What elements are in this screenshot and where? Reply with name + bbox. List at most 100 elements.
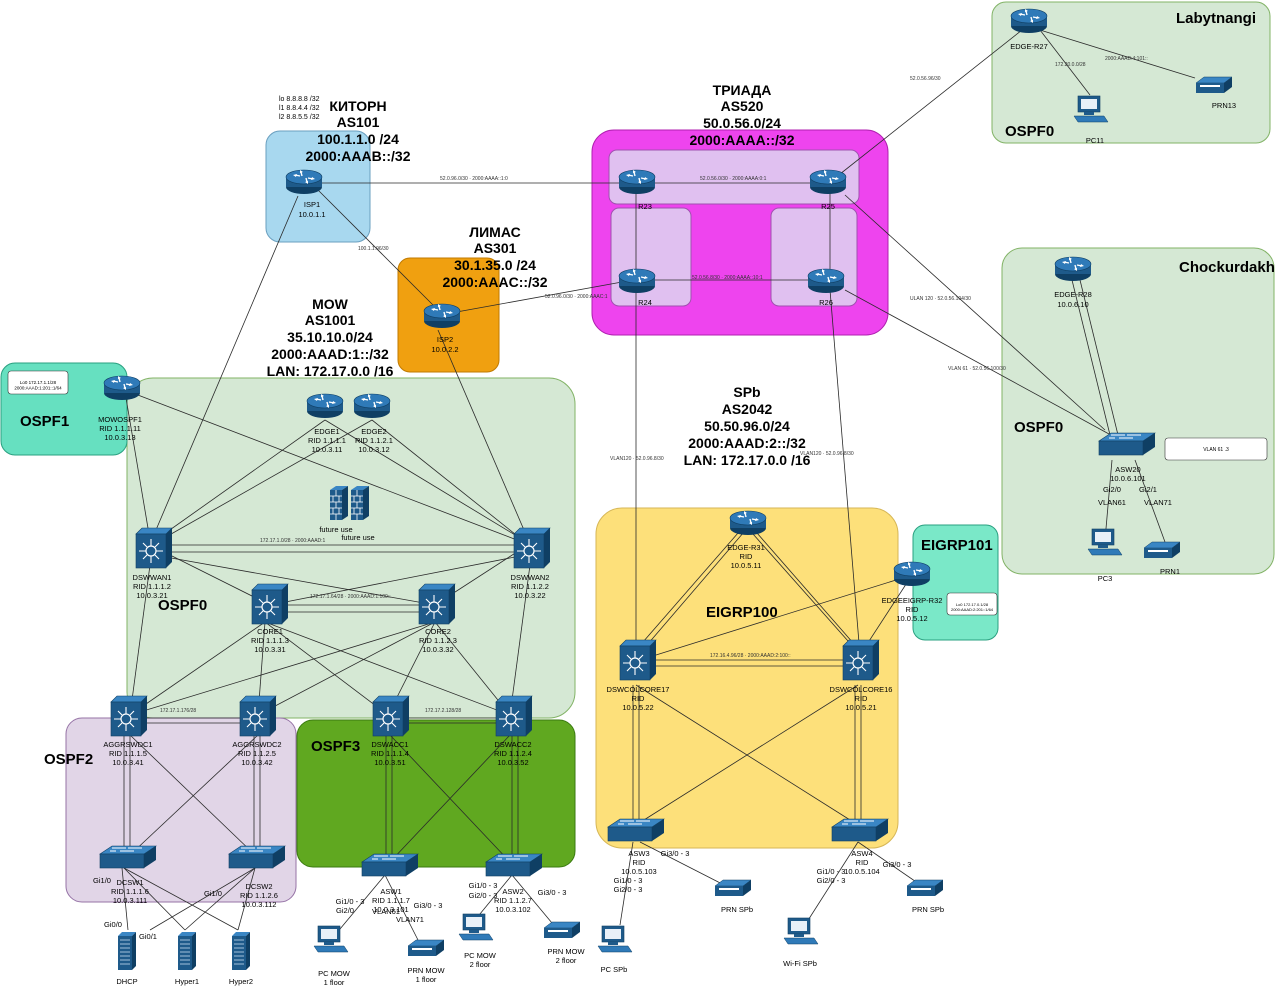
dswacc1-ip: 10.0.3.51 (374, 758, 405, 767)
triada-v4: 50.0.56.0/24 (703, 115, 781, 131)
isp1-router[interactable]: ISP1 10.0.1.1 (285, 169, 326, 219)
dswacc1-switch[interactable]: DSWACC1 RID 1.1.1.4 10.0.3.51 (371, 695, 410, 767)
aggrswdc1-switch[interactable]: AGGRSWDC1 RID 1.1.1.5 10.0.3.41 (103, 695, 153, 767)
mow-v6: 2000:AAAD:1::/32 (271, 346, 389, 362)
svg-text:172.17.1.0/28 · 2000:AAAD:1: 172.17.1.0/28 · 2000:AAAD:1 (260, 538, 326, 544)
triada-right-subregion (770, 207, 858, 307)
prn1-printer[interactable]: PRN1 (1143, 541, 1181, 576)
prn-mow-1-floor[interactable]: PRN MOW 1 floor (407, 939, 445, 984)
triada-as: AS520 (721, 98, 764, 114)
asw3-port1: Gi1/0 - 3 (614, 876, 643, 885)
svg-text:VLAN120 · 52.0.96.8/30: VLAN120 · 52.0.96.8/30 (610, 456, 664, 462)
asw3-switch[interactable]: ASW3 RID 10.0.5.103 Gi1/0 - 3 Gi2/0 - 3 … (607, 818, 689, 894)
edge-r28-router[interactable]: EDGE-R28 10.0.6.10 (1054, 256, 1092, 309)
asw2-switch[interactable]: ASW2 RID 1.1.2.7 10.0.3.102 Gi1/0 - 3 Gi… (469, 853, 567, 914)
asw20-port2: Gi2/1 (1139, 485, 1157, 494)
pcspb-name: PC SPb (601, 965, 628, 974)
edge-r32-name: EDGEEIGRP-R32 (882, 596, 943, 605)
triada-left-subregion (610, 207, 692, 307)
triada-top-subregion (608, 149, 860, 205)
pc-spb[interactable]: PC SPb (597, 925, 633, 974)
prn-mow-2-floor[interactable]: PRN MOW 2 floor (543, 921, 585, 965)
asw4-switch[interactable]: ASW4 RID 10.0.5.104 Gi1/0 - 3 Gi2/0 - 3 … (817, 818, 912, 885)
asw1-port3-vlan: VLAN71 (396, 915, 424, 924)
mow-name: MOW (312, 296, 349, 312)
dhcp-server[interactable]: DHCP (116, 931, 138, 986)
dcsw1-switch[interactable]: DCSW1 RID 1.1.1.6 10.0.3.111 Gi1/0 Gi0/0 (93, 845, 157, 929)
edge-r27-router[interactable]: EDGE-R27 (1010, 8, 1048, 51)
asw1-switch[interactable]: ASW1 RID 1.1.1.7 10.0.3.101 Gi1/0 - 3 Gi… (336, 853, 443, 924)
r24-router[interactable]: R24 (618, 268, 656, 307)
asw20-name: ASW20 (1115, 465, 1140, 474)
edge-r28-name: EDGE-R28 (1054, 290, 1092, 299)
r23-router[interactable]: R23 (618, 169, 656, 211)
kitorn-loopback-1: l1 8.8.4.4 /32 (279, 105, 320, 112)
pc-mow-1-floor[interactable]: PC MOW 1 floor (313, 925, 351, 987)
chockurdakh-name: Chockurdakh (1179, 259, 1275, 276)
dcsw2-rid: RID 1.1.2.6 (240, 891, 278, 900)
aggr2-ip: 10.0.3.42 (241, 758, 272, 767)
asw20-switch[interactable]: ASW20 10.0.6.101 Gi2/0 Gi2/1 VLAN61 VLAN… (1098, 432, 1172, 507)
edge-r27-name: EDGE-R27 (1010, 42, 1048, 51)
dswcolcore16-switch[interactable]: DSWCOLCORE16 RID 10.0.5.21 (830, 639, 893, 712)
edge-r31-ip: 10.0.5.11 (731, 561, 762, 570)
pc-mow-2-floor[interactable]: PC MOW 2 floor (458, 913, 497, 969)
svg-text:100.1.1.96/30: 100.1.1.96/30 (358, 246, 389, 252)
prn-spb-2[interactable]: PRN SPb (906, 879, 944, 914)
kitorn-name: КИТОРН (329, 98, 386, 114)
prn1-name: PRN1 (1160, 567, 1180, 576)
pc11[interactable]: PC11 (1073, 95, 1109, 145)
hyper1-server[interactable]: Hyper1 (175, 931, 199, 986)
mowospf1-router[interactable]: MOWOSPF1 RID 1.1.1.11 10.0.3.13 (98, 375, 142, 442)
future-firewall-2[interactable]: future use (341, 485, 375, 542)
edge-r31-router[interactable]: EDGE-R31 RID 10.0.5.11 (727, 510, 767, 570)
edge1-ip: 10.0.3.11 (312, 445, 343, 454)
asw3-name: ASW3 (628, 849, 649, 858)
core2-switch[interactable]: CORE2 RID 1.1.2.3 10.0.3.32 (418, 583, 457, 654)
svg-text:172.17.2.128/28: 172.17.2.128/28 (425, 708, 461, 714)
spb-eigrp100-region (595, 507, 899, 849)
prn13-name: PRN13 (1212, 101, 1236, 110)
pcmow1-name: PC MOW (318, 969, 351, 978)
dswacc2-switch[interactable]: DSWACC2 RID 1.1.2.4 10.0.3.52 (494, 695, 533, 767)
dswwan1-switch[interactable]: DSWWAN1 RID 1.1.1.2 10.0.3.21 (133, 527, 173, 600)
dswwan1-name: DSWWAN1 (133, 573, 172, 582)
r25-router[interactable]: R25 (809, 169, 847, 211)
aggr1-ip: 10.0.3.41 (112, 758, 143, 767)
prn-spb-1[interactable]: PRN SPb (714, 879, 753, 914)
edge2-router[interactable]: EDGE2 RID 1.1.2.1 10.0.3.12 (353, 393, 393, 454)
eigrp101-label: EIGRP101 (921, 537, 993, 554)
dswwan2-switch[interactable]: DSWWAN2 RID 1.1.2.2 10.0.3.22 (511, 527, 551, 600)
asw1-name: ASW1 (380, 887, 401, 896)
asw1-ip: 10.0.3.101 (373, 905, 408, 914)
dcsw2-switch[interactable]: DCSW2 RID 1.1.2.6 10.0.3.112 Gi1/0 Gi0/1 (139, 845, 286, 941)
hyper2-server[interactable]: Hyper2 (229, 931, 253, 986)
dswcolcore17-switch[interactable]: DSWCOLCORE17 RID 10.0.5.22 (607, 639, 670, 712)
mow-v4: 35.10.10.0/24 (287, 329, 373, 345)
r26-name: R26 (819, 298, 833, 307)
asw20-rid: 10.0.6.101 (1110, 474, 1145, 483)
prn13-printer[interactable]: PRN13 (1195, 76, 1236, 110)
edge-eigrp-r32-router[interactable]: EDGEEIGRP-R32 RID 10.0.5.12 (882, 561, 943, 623)
kitorn-v6: 2000:AAAB::/32 (305, 148, 410, 164)
mow-as: AS1001 (305, 312, 356, 328)
asw4-rid: RID (856, 858, 870, 867)
future-firewall-1[interactable]: future use (319, 485, 353, 534)
asw4-name: ASW4 (851, 849, 872, 858)
dsw17-ip: 10.0.5.22 (622, 703, 653, 712)
wifi-spb-pc[interactable]: Wi-Fi SPb (783, 917, 819, 968)
pc3[interactable]: PC3 (1087, 528, 1123, 583)
aggrswdc2-switch[interactable]: AGGRSWDC2 RID 1.1.2.5 10.0.3.42 (232, 695, 282, 767)
mowospf1-rid: RID 1.1.1.11 (99, 424, 141, 433)
isp2-rid: 10.0.2.2 (431, 345, 458, 354)
r26-router[interactable]: R26 (807, 268, 845, 307)
isp2-name: ISP2 (437, 335, 453, 344)
core1-switch[interactable]: CORE1 RID 1.1.1.3 10.0.3.31 (251, 583, 289, 654)
edge1-router[interactable]: EDGE1 RID 1.1.1.1 10.0.3.11 (306, 393, 346, 454)
dswacc1-rid: RID 1.1.1.4 (371, 749, 409, 758)
svg-text:172.17.1.64/28 · 2000:AAAD:1:1: 172.17.1.64/28 · 2000:AAAD:1:100:: (310, 594, 391, 600)
isp2-router[interactable]: ISP2 10.0.2.2 (423, 303, 461, 354)
prnmow2-name: PRN MOW (547, 947, 585, 956)
